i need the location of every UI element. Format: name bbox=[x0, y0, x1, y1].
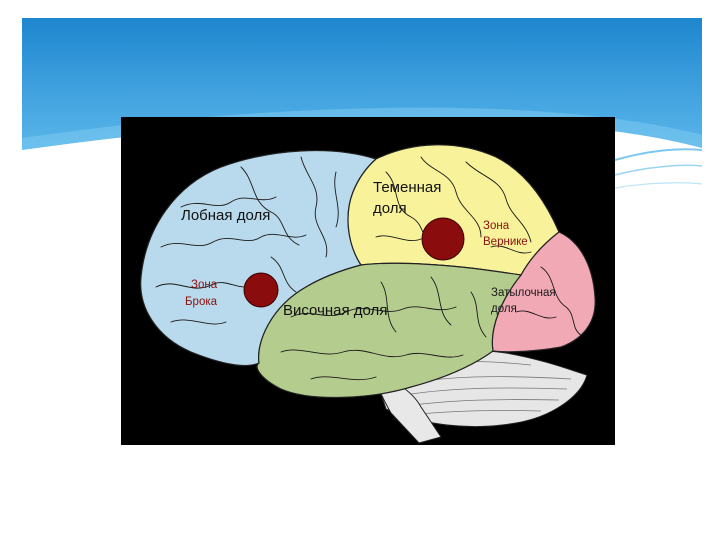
brain-diagram: Лобная доля Теменная доля Височная доля … bbox=[140, 144, 596, 444]
parietal-lobe-label-line1: Теменная bbox=[373, 179, 441, 196]
parietal-lobe-label-line2: доля bbox=[373, 200, 407, 217]
temporal-lobe bbox=[256, 262, 523, 399]
brain-diagram-panel: Лобная доля Теменная доля Височная доля … bbox=[121, 117, 615, 445]
frontal-lobe-label: Лобная доля bbox=[181, 207, 270, 224]
temporal-lobe-label: Височная доля bbox=[283, 302, 387, 319]
occipital-lobe-label-line1: Затылочная bbox=[491, 287, 556, 299]
broca-zone-label-line2: Брока bbox=[185, 296, 218, 308]
brain-gyri bbox=[155, 156, 582, 381]
broca-zone-label-line1: Зона bbox=[191, 279, 218, 291]
wernicke-zone-label-line1: Зона bbox=[483, 220, 510, 232]
wernicke-zone-label-line2: Верникe bbox=[483, 236, 528, 248]
broca-zone-marker bbox=[243, 272, 279, 308]
occipital-lobe-label-line2: доля bbox=[491, 303, 517, 315]
wernicke-zone-marker bbox=[421, 217, 465, 261]
